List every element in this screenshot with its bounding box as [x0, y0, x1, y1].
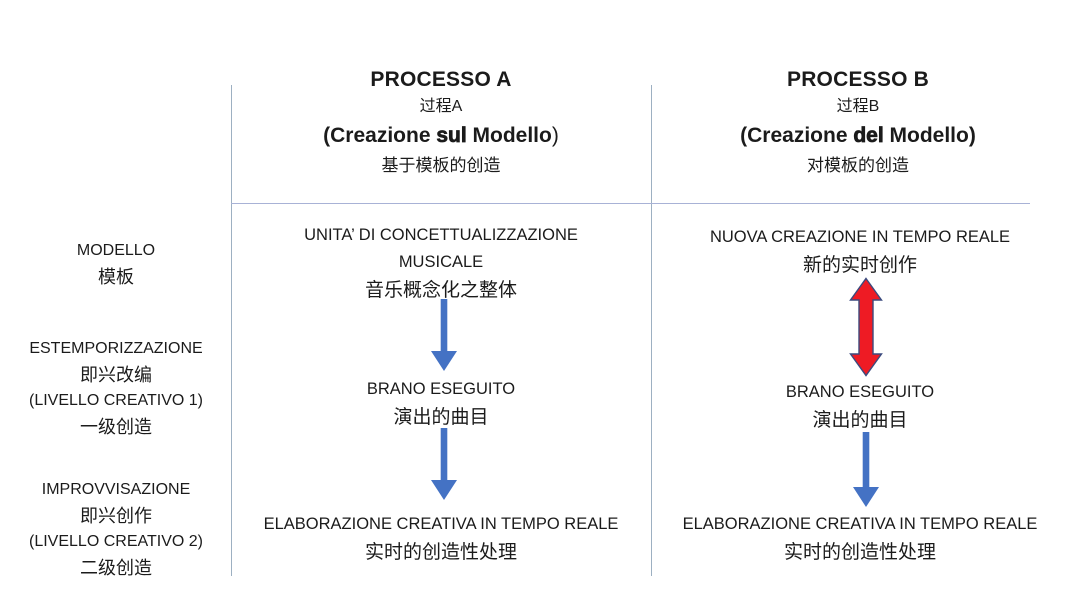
node-brano-eseguito-a-zh: 演出的曲目	[393, 407, 489, 428]
node-nuova-creazione-it: NUOVA CREAZIONE IN TEMPO REALE	[709, 228, 1011, 246]
process-b-subtitle: (Creazione del Modello)	[649, 120, 1067, 152]
node-elaborazione-creativa-a-it: ELABORAZIONE CREATIVA IN TEMPO REALE	[263, 515, 619, 533]
row-label-livello-creativo-1: (LIVELLO CREATIVO 1)	[29, 392, 203, 409]
row-label-livello-creativo-1-zh: 一级创造	[80, 417, 152, 437]
row-label-modello: MODELLO 模板	[8, 238, 224, 290]
process-a-title: PROCESSO A	[370, 68, 512, 91]
node-brano-eseguito-b-it: BRANO ESEGUITO	[785, 383, 935, 401]
process-a-subtitle-zh: 基于模板的创造	[381, 156, 501, 175]
process-a-subtitle: (Creazione sul Modello)	[231, 120, 651, 152]
process-b-title: PROCESSO B	[786, 68, 930, 91]
node-elaborazione-creativa-b: ELABORAZIONE CREATIVA IN TEMPO REALE 实时的…	[653, 511, 1067, 568]
node-elaborazione-creativa-a: ELABORAZIONE CREATIVA IN TEMPO REALE 实时的…	[231, 511, 651, 568]
process-a-subtitle-strong: sul	[436, 124, 467, 148]
row-label-modello-zh: 模板	[98, 267, 134, 287]
process-a-header: PROCESSO A 过程A (Creazione sul Modello) 基…	[231, 66, 651, 180]
row-label-estemporizzazione-it: ESTEMPORIZZAZIONE	[29, 340, 203, 357]
row-label-improvvisazione-zh: 即兴创作	[80, 506, 152, 526]
node-unita-concettualizzazione: UNITA’ DI CONCETTUALIZZAZIONE MUSICALE 音…	[231, 222, 651, 306]
process-b-title-zh: 过程B	[836, 98, 880, 115]
process-b-subtitle-prefix: (Creazione	[740, 124, 854, 147]
node-elaborazione-creativa-b-zh: 实时的创造性处理	[783, 542, 936, 563]
row-label-livello-creativo-2: (LIVELLO CREATIVO 2)	[29, 533, 203, 550]
row-label-improvvisazione: IMPROVVISAZIONE 即兴创作 (LIVELLO CREATIVO 2…	[8, 477, 224, 581]
node-brano-eseguito-a-it: BRANO ESEGUITO	[366, 380, 516, 398]
node-elaborazione-creativa-a-zh: 实时的创造性处理	[364, 542, 517, 563]
arrow-down-icon	[431, 299, 457, 371]
node-unita-concettualizzazione-it: UNITA’ DI CONCETTUALIZZAZIONE MUSICALE	[304, 226, 578, 271]
node-brano-eseguito-a: BRANO ESEGUITO 演出的曲目	[231, 376, 651, 433]
row-label-modello-it: MODELLO	[76, 242, 156, 259]
header-divider-line	[231, 203, 1030, 204]
row-label-estemporizzazione-zh: 即兴改编	[80, 365, 152, 385]
node-unita-concettualizzazione-zh: 音乐概念化之整体	[364, 280, 517, 301]
column-divider-right	[651, 85, 652, 576]
process-a-title-zh: 过程A	[419, 98, 463, 115]
arrow-down-icon	[853, 432, 879, 507]
process-b-header: PROCESSO B 过程B (Creazione del Modello) 对…	[649, 66, 1067, 180]
arrow-double-vertical-icon	[849, 277, 883, 377]
node-elaborazione-creativa-b-it: ELABORAZIONE CREATIVA IN TEMPO REALE	[682, 515, 1038, 533]
process-a-subtitle-mid: Modello	[466, 124, 552, 147]
node-nuova-creazione-zh: 新的实时创作	[802, 255, 917, 276]
process-a-subtitle-prefix: (Creazione	[323, 124, 437, 147]
arrow-down-icon	[431, 428, 457, 500]
process-b-subtitle-zh: 对模板的创造	[807, 156, 909, 175]
node-brano-eseguito-b: BRANO ESEGUITO 演出的曲目	[653, 379, 1067, 436]
process-a-subtitle-close: )	[551, 124, 559, 147]
process-b-subtitle-strong: del	[853, 124, 884, 148]
column-divider-left	[231, 85, 232, 576]
node-brano-eseguito-b-zh: 演出的曲目	[812, 410, 908, 431]
row-label-livello-creativo-2-zh: 二级创造	[80, 558, 152, 578]
row-label-improvvisazione-it: IMPROVVISAZIONE	[41, 481, 191, 498]
node-nuova-creazione: NUOVA CREAZIONE IN TEMPO REALE 新的实时创作	[653, 224, 1067, 281]
row-label-estemporizzazione: ESTEMPORIZZAZIONE 即兴改编 (LIVELLO CREATIVO…	[8, 336, 224, 440]
process-b-subtitle-mid: Modello)	[883, 124, 976, 147]
